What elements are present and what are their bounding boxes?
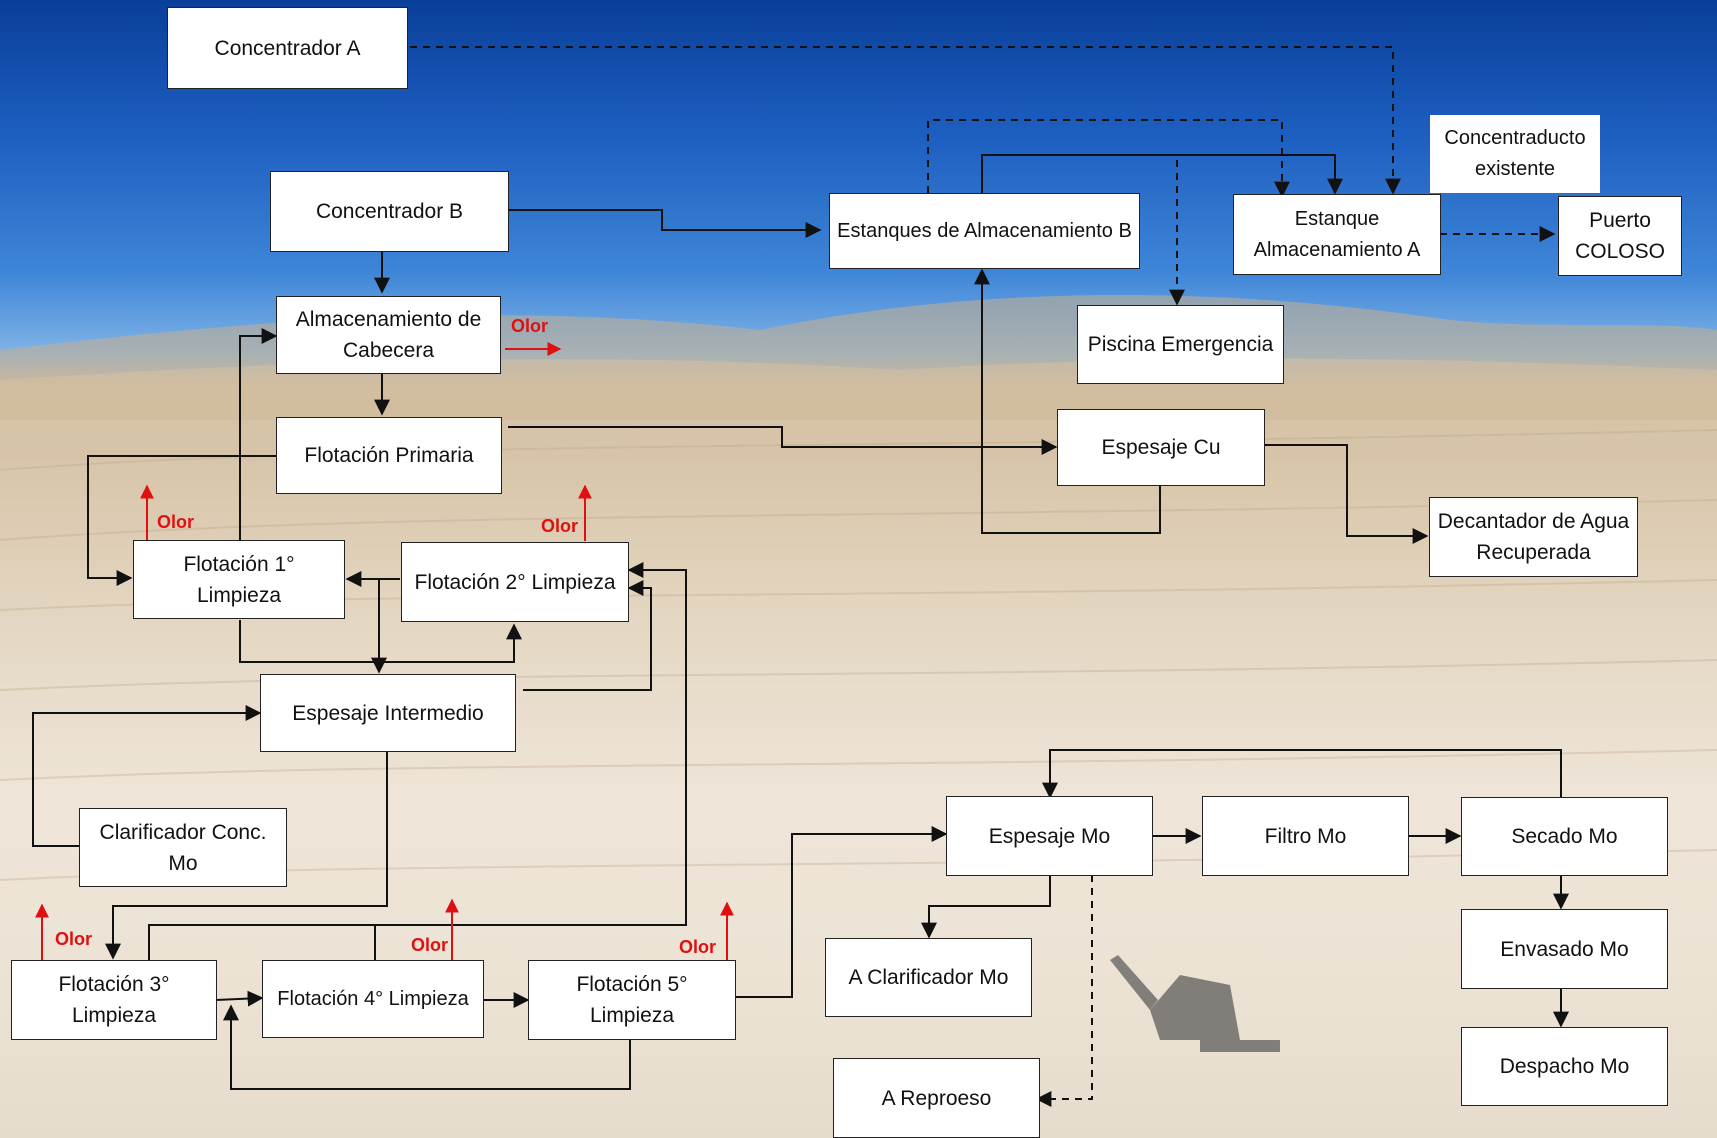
- node-espesaje-intermedio[interactable]: Espesaje Intermedio: [260, 674, 516, 752]
- connector-conc-b-to-estanques-b: [503, 209, 822, 238]
- connector-flot5-to-espesaje-mo: [735, 826, 948, 998]
- olor-label-flot1: Olor: [157, 512, 195, 532]
- connector-estanques-b-to-estanque-a-dashed: [927, 119, 1290, 198]
- connector-espesaje-mo-to-reproceso: [1035, 875, 1093, 1107]
- node-flotacion-2-limpieza[interactable]: Flotación 2° Limpieza: [401, 542, 629, 622]
- node-a-reproceso[interactable]: A Reproeso: [833, 1058, 1040, 1138]
- connector-flot3-4-to-flot2: [148, 562, 687, 960]
- connector-flot1-to-flot2: [239, 620, 522, 663]
- node-clarificador-conc-mo[interactable]: Clarificador Conc. Mo: [79, 808, 287, 887]
- connector-espesaje-int-to-flot3: [105, 752, 388, 960]
- connector-estanques-b-to-estanque-a: [981, 154, 1343, 195]
- connector-primaria-to-flot1: [87, 455, 276, 586]
- olor-label-flot3: Olor: [55, 929, 93, 949]
- node-decantador-agua[interactable]: Decantador de Agua Recuperada: [1429, 497, 1638, 577]
- node-envasado-mo[interactable]: Envasado Mo: [1461, 909, 1668, 989]
- olor-label-flot5: Olor: [679, 937, 717, 957]
- node-despacho-mo[interactable]: Despacho Mo: [1461, 1027, 1668, 1106]
- node-flotacion-1-limpieza[interactable]: Flotación 1° Limpieza: [133, 540, 345, 619]
- node-piscina-emergencia[interactable]: Piscina Emergencia: [1077, 305, 1284, 384]
- node-almacenamiento-cabecera[interactable]: Almacenamiento de Cabecera: [276, 296, 501, 374]
- connector-primaria-to-espesaje-cu: [508, 426, 1058, 455]
- olor-label-cabecera: Olor: [511, 316, 549, 336]
- node-espesaje-mo[interactable]: Espesaje Mo: [946, 796, 1153, 876]
- node-a-clarificador-mo[interactable]: A Clarificador Mo: [825, 938, 1032, 1017]
- olor-label-flot4: Olor: [411, 935, 449, 955]
- excavator-silhouette: [1110, 955, 1280, 1052]
- node-puerto-coloso[interactable]: Puerto COLOSO: [1558, 196, 1682, 276]
- node-flotacion-5-limpieza[interactable]: Flotación 5° Limpieza: [528, 960, 736, 1040]
- connector-espesaje-mo-to-clarificador: [921, 875, 1051, 939]
- olor-label-flot2: Olor: [541, 516, 579, 536]
- node-filtro-mo[interactable]: Filtro Mo: [1202, 796, 1409, 876]
- node-flotacion-4-limpieza[interactable]: Flotación 4° Limpieza: [262, 960, 484, 1038]
- node-secado-mo[interactable]: Secado Mo: [1461, 797, 1668, 876]
- connector-espesaje-cu-to-estanques-b: [974, 268, 1161, 534]
- node-flotacion-primaria[interactable]: Flotación Primaria: [276, 417, 502, 494]
- connector-flot3-to-flot4: [215, 990, 264, 1007]
- node-flotacion-3-limpieza[interactable]: Flotación 3° Limpieza: [11, 960, 217, 1040]
- connector-espesaje-int-to-flot2: [523, 580, 652, 691]
- node-espesaje-cu[interactable]: Espesaje Cu: [1057, 409, 1265, 486]
- node-concentrador-b[interactable]: Concentrador B: [270, 171, 509, 252]
- connector-conc-a-to-estanque-a: [410, 46, 1401, 195]
- note-concentraducto-existente: Concentraducto existente: [1430, 115, 1600, 193]
- connector-secado-to-espesaje-mo: [1042, 749, 1562, 799]
- connector-flot5-to-flot4: [223, 1004, 631, 1090]
- connector-flot1-to-almacenamiento: [239, 328, 278, 540]
- connector-clarificador-to-espesaje-int: [32, 705, 262, 847]
- node-estanques-almacenamiento-b[interactable]: Estanques de Almacenamiento B: [829, 193, 1140, 269]
- connector-espesaje-cu-to-decantador: [1264, 444, 1429, 544]
- node-estanque-almacenamiento-a[interactable]: Estanque Almacenamiento A: [1233, 194, 1441, 275]
- node-concentrador-a[interactable]: Concentrador A: [167, 7, 408, 89]
